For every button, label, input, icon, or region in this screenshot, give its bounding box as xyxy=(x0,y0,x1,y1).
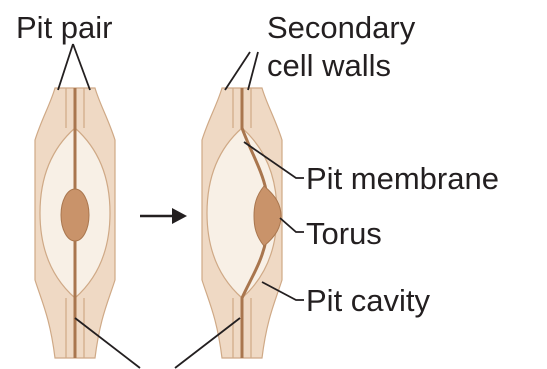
transition-arrow xyxy=(140,208,187,224)
pit-pair-label: Pit pair xyxy=(16,12,112,43)
secondary-walls-label-line2: cell walls xyxy=(267,50,391,81)
torus-leader xyxy=(280,218,304,232)
secondary-walls-leader-right xyxy=(248,52,258,90)
pit-membrane-label: Pit membrane xyxy=(306,163,499,194)
open-pit-torus xyxy=(61,189,89,241)
secondary-walls-leader-left xyxy=(225,52,250,90)
aspirated-pit-pair xyxy=(202,88,282,358)
secondary-walls-label-line1: Secondary xyxy=(267,12,415,43)
pit-pair-leader-right xyxy=(73,44,90,90)
torus-label: Torus xyxy=(306,218,382,249)
open-pit-pair xyxy=(35,88,115,358)
pit-cavity-label: Pit cavity xyxy=(306,285,430,316)
pit-pair-leader-left xyxy=(58,44,73,90)
